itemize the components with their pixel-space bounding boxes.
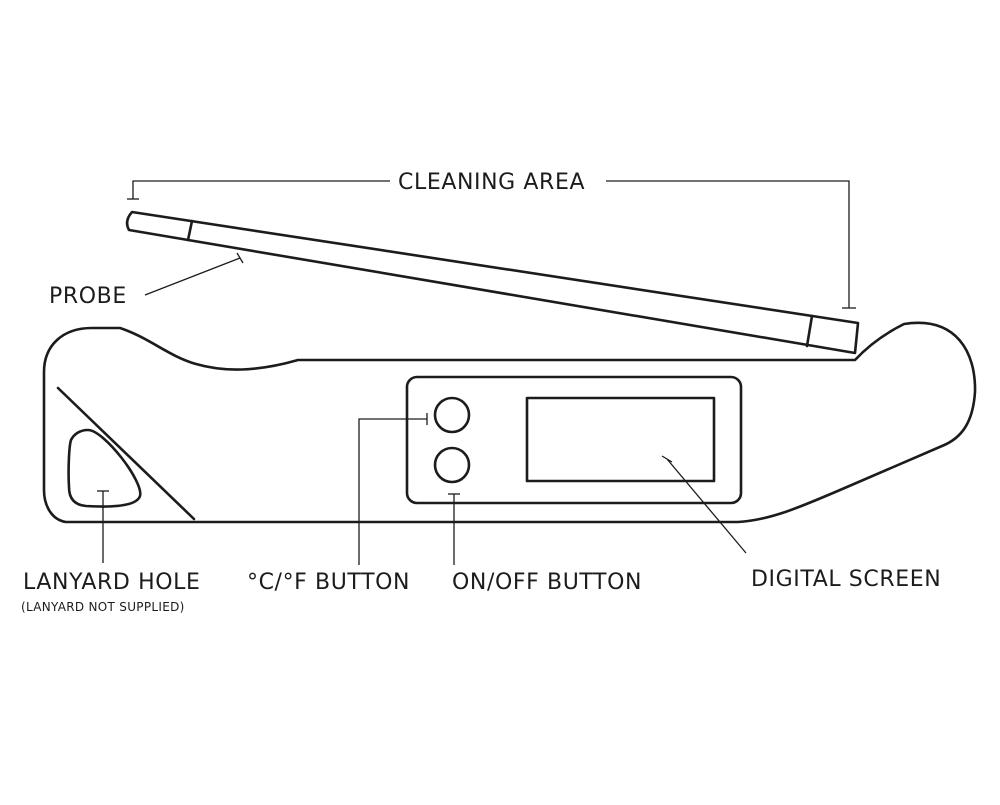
- on-off-button: [433, 446, 471, 484]
- lanyard-hole: [67, 428, 142, 508]
- thermometer-body: [42, 321, 977, 524]
- control-panel-frame: [405, 375, 743, 505]
- digital-screen-leader: [666, 458, 747, 554]
- cf-button: [433, 396, 471, 434]
- body-outline: [42, 321, 977, 524]
- on-off-button-label: ON/OFF BUTTON: [452, 570, 642, 595]
- probe-collar-front: [805, 314, 814, 348]
- lanyard-note-label: (LANYARD NOT SUPPLIED): [21, 600, 185, 614]
- probe: [125, 210, 860, 355]
- digital-screen-tick: [661, 455, 673, 463]
- leader-lines: [97, 180, 856, 565]
- probe-label: PROBE: [49, 284, 127, 309]
- digital-screen-label: DIGITAL SCREEN: [751, 567, 941, 592]
- probe-stem: [125, 210, 860, 355]
- probe-leader-tick: [236, 252, 244, 264]
- digital-screen: [525, 396, 716, 483]
- probe-leader: [144, 257, 241, 296]
- cleaning-area-bracket-right: [606, 180, 850, 308]
- lanyard-hole-label: LANYARD HOLE: [23, 570, 201, 595]
- cf-button-leader: [358, 418, 427, 565]
- probe-tip-joint: [186, 219, 194, 242]
- cleaning-area-label: CLEANING AREA: [398, 170, 585, 195]
- display-panel: [405, 375, 743, 505]
- body-bevel-line: [56, 386, 196, 521]
- cleaning-area-bracket-left: [132, 180, 390, 199]
- cf-button-label: °C/°F BUTTON: [247, 570, 410, 595]
